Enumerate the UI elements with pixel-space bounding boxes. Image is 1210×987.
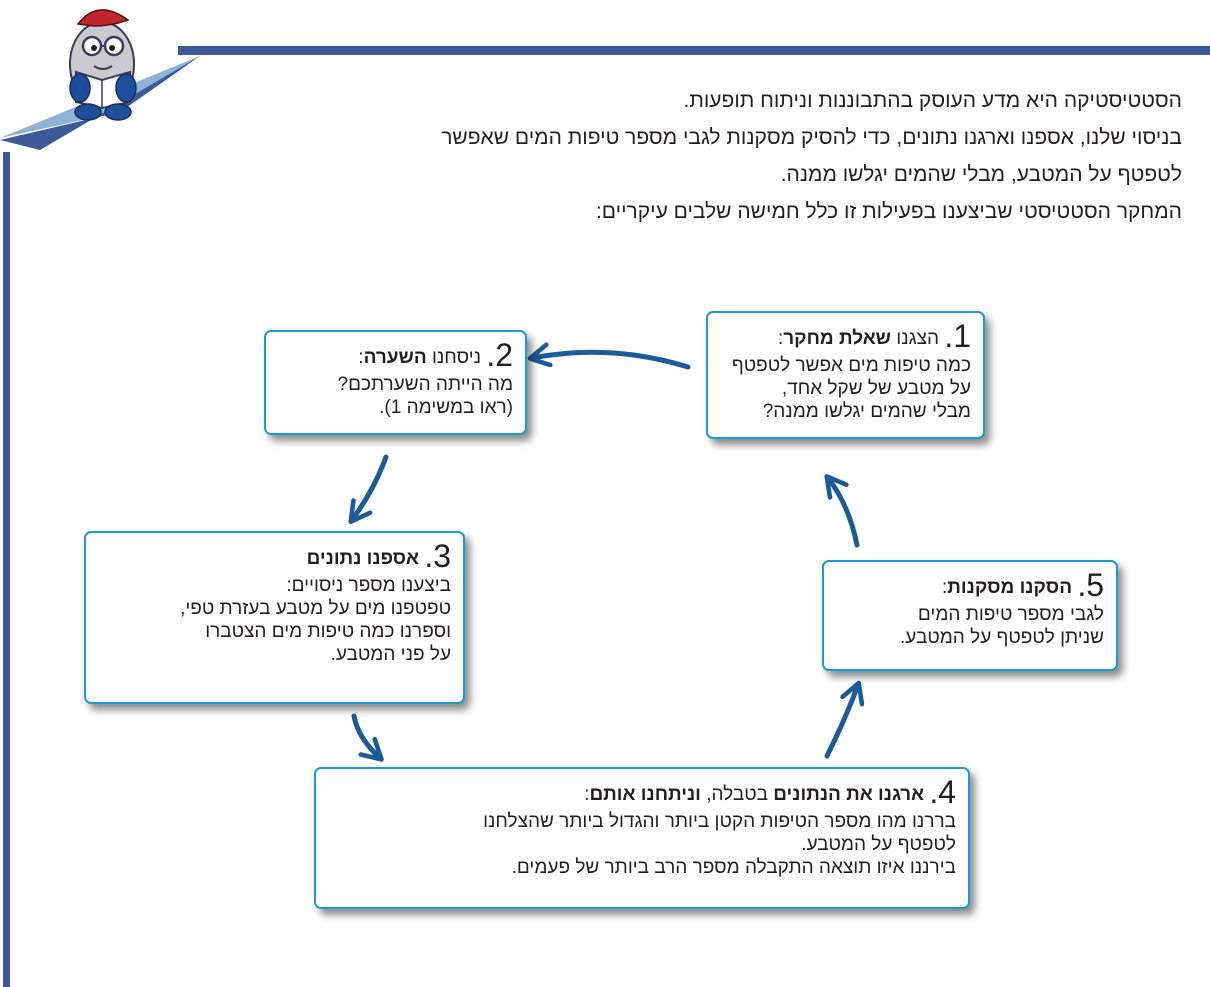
step-2-line-1: מה הייתה השערתכם? [337,374,513,395]
step-4-line-3: בירננו איזו תוצאה התקבלה מספר הרב ביותר … [511,857,956,878]
step-1-line-2: על מטבע של שקל אחד, [781,378,971,399]
step-2-intro-word: ניסחנו [431,347,482,368]
step-3-line-2: טפטפנו מים על מטבע בעזרת טפי, [180,598,451,619]
step-5-line-1: לגבי מספר טיפות המים [917,604,1104,625]
step-3-line-1: ביצענו מספר ניסויים: [286,575,451,596]
step-3-line-3: וספרנו כמה טיפות מים הצטברו [205,621,451,642]
step-1-box: 1. הצגנו שאלת מחקר: כמה טיפות מים אפשר ל… [706,311,985,439]
step-2-title: השערה [363,347,427,368]
step-5-box: 5. הסקנו מסקנות: לגבי מספר טיפות המים שנ… [822,560,1118,671]
step-2-number: 2. [486,337,513,373]
step-1-title: שאלת מחקר [783,328,891,349]
step-5-colon: : [941,577,948,598]
step-4-middle-word: בטבלה, [706,784,768,805]
intro-text: הסטטיסטיקה היא מדע העוסק בהתבוננות וניתו… [182,82,1182,230]
intro-line-4: המחקר הסטטיסטי שביצענו בפעילות זו כלל חמ… [595,200,1182,223]
step-4-colon: : [584,784,590,805]
step-4-title: ארגנו את הנתונים [773,784,925,805]
arrow-4-to-5 [824,685,858,759]
step-4-number: 4. [929,774,956,810]
step-5-title: הסקנו מסקנות [947,577,1073,598]
step-3-title: אספנו נתונים [306,548,420,569]
step-4-title-2: וניתחנו אותם [589,784,701,805]
step-5-line-2: שניתן לטפטף על המטבע. [900,627,1104,648]
arrow-5-to-1 [828,478,860,548]
step-3-box: 3. אספנו נתונים ביצענו מספר ניסויים: טפט… [84,531,465,704]
arrow-3-to-4 [351,713,380,758]
intro-line-1: הסטטיסטיקה היא מדע העוסק בהתבוננות וניתו… [683,89,1182,112]
step-3-line-4: על פני המטבע. [330,644,451,665]
step-2-colon: : [358,347,364,368]
step-1-line-3: מבלי שהמים יגלשו ממנה? [762,401,971,422]
step-5-number: 5. [1077,567,1104,603]
step-4-line-2: לטפטף על המטבע. [801,834,956,855]
intro-line-3: לטפטף על המטבע, מבלי שהמים יגלשו ממנה. [780,163,1182,186]
top-rule [178,46,1210,55]
step-2-line-2: (ראו במשימה 1). [379,397,513,418]
step-4-line-1: בררנו מהו מספר הטיפות הקטן ביותר והגדול … [483,811,956,832]
arrow-1-to-2 [532,352,691,370]
intro-line-2: בניסוי שלנו, אספנו וארגנו נתונים, כדי לה… [441,126,1182,149]
arrow-2-to-3 [352,454,389,520]
step-1-colon: : [777,328,784,349]
step-3-number: 3. [424,538,451,574]
step-1-intro-word: הצגנו [896,328,940,349]
step-1-line-1: כמה טיפות מים אפשר לטפטף [731,355,971,376]
mascot-reading-icon [0,9,200,150]
step-4-box: 4. ארגנו את הנתונים בטבלה, וניתחנו אותם:… [314,767,970,909]
step-1-number: 1. [944,318,971,354]
step-2-box: 2. ניסחנו השערה: מה הייתה השערתכם? (ראו … [264,330,527,435]
left-rule [3,152,10,987]
